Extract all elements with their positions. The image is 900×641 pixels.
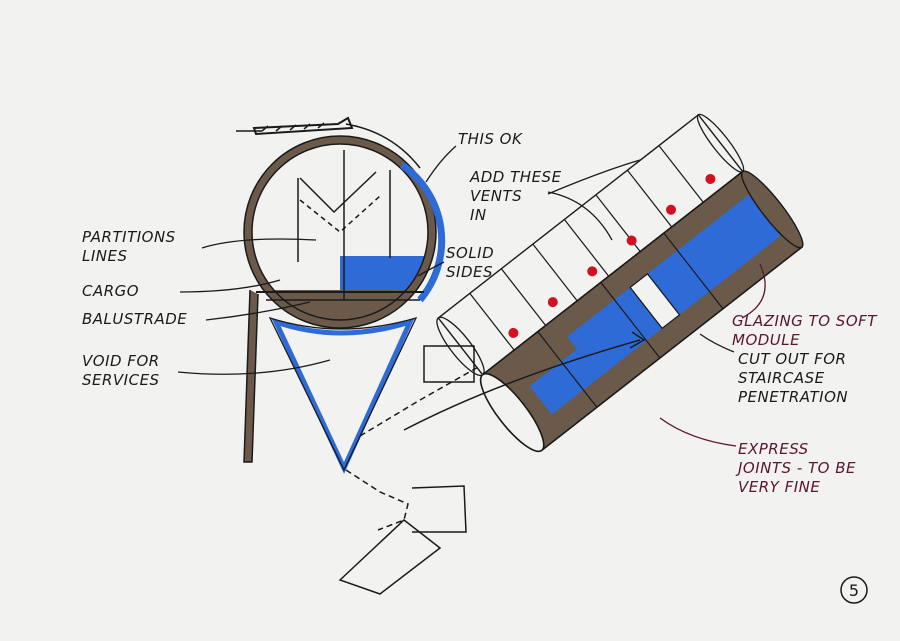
section-drawing [177, 116, 481, 595]
leader-this-ok [425, 145, 457, 183]
leader-express [659, 417, 737, 447]
label-glazing: GLAZING TO SOFT MODULE [732, 312, 877, 349]
services-void-outline [268, 316, 418, 472]
services-void [271, 317, 415, 474]
roof-curve [345, 123, 421, 169]
partition-lines [297, 150, 391, 300]
roof-hatch [261, 122, 325, 132]
leader-partitions [201, 238, 317, 249]
label-add-vents: ADD THESE VENTS IN [470, 168, 562, 224]
vent-dot [626, 235, 637, 246]
support-leg [243, 289, 259, 463]
leader-glazing [741, 263, 766, 319]
label-partitions: PARTITIONS LINES [82, 228, 176, 265]
leader-cutout [699, 333, 735, 353]
label-void: VOID FOR SERVICES [82, 352, 160, 389]
leader-balustrade [205, 301, 311, 321]
page-number-circle [840, 576, 868, 604]
service-duct [338, 519, 442, 595]
stair-cutout [629, 273, 681, 330]
connector-box [423, 345, 475, 383]
ghost-ribs [469, 145, 704, 351]
module-end-far [740, 170, 804, 249]
vent-dot [547, 297, 558, 308]
blue-side-arc [400, 162, 446, 303]
leader-vents-2 [547, 159, 641, 195]
module-drawing [436, 113, 804, 453]
vent-dot [587, 266, 598, 277]
outer-ring [244, 136, 436, 328]
label-balustrade: BALUSTRADE [82, 310, 188, 328]
service-run [345, 469, 409, 531]
leader-solid [417, 261, 445, 277]
label-solid-sides: SOLID SIDES [446, 244, 495, 281]
service-box [411, 485, 467, 533]
leader-void [177, 359, 331, 375]
label-cargo: CARGO [82, 282, 140, 300]
vent-dot [705, 173, 716, 184]
leader-cargo [179, 279, 281, 293]
inner-ring-outline [251, 143, 429, 321]
leader-vents [547, 191, 613, 241]
vent-dot [666, 204, 677, 215]
label-express: EXPRESS JOINTS - TO BE VERY FINE [738, 440, 857, 496]
stair-arrow [403, 339, 641, 431]
outer-ring-outline [243, 135, 437, 329]
label-cut-out: CUT OUT FOR STAIRCASE PENETRATION [738, 350, 849, 406]
vent-dot [508, 327, 519, 338]
glazing-strip [567, 195, 781, 378]
module-ribs [537, 232, 724, 408]
label-this-ok: THIS OK [458, 130, 523, 148]
roof-plate [252, 116, 354, 136]
page-number: 5 [849, 581, 859, 600]
dashed-diag [299, 195, 381, 233]
glazing-strip-2 [529, 343, 608, 415]
connector-dash [359, 365, 481, 437]
stair-arrow-head [629, 331, 646, 349]
module-end [479, 372, 545, 453]
